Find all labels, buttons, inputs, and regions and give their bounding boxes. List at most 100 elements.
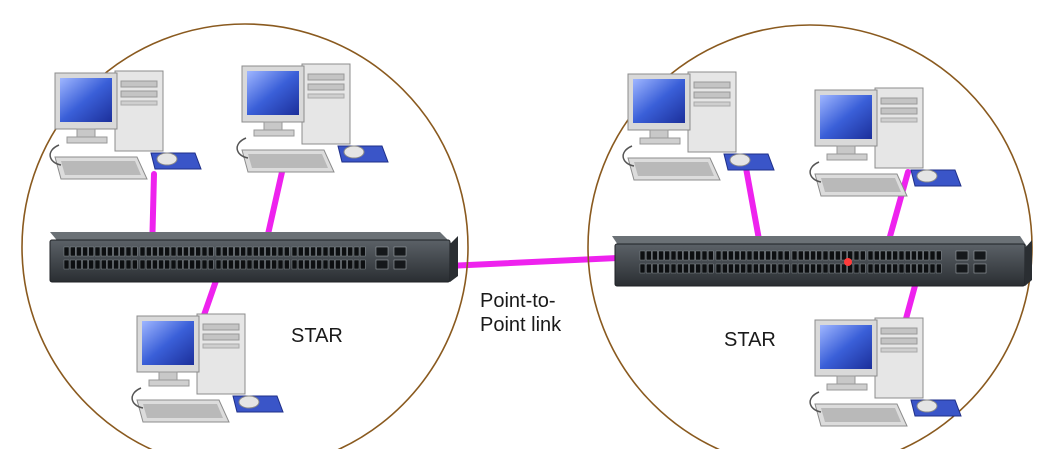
switch-port <box>892 263 898 274</box>
switch-port <box>284 259 290 270</box>
switch-port <box>835 250 841 261</box>
switch-port <box>291 259 298 270</box>
switch-port <box>646 250 652 261</box>
switch-port <box>228 259 234 270</box>
switch-port <box>759 250 765 261</box>
switch-port <box>701 263 708 274</box>
switch-port <box>298 246 304 257</box>
switch-port <box>100 246 107 257</box>
point-to-point-label-line2: Point link <box>480 314 562 336</box>
switch-port <box>246 246 253 257</box>
star-label-left: STAR <box>291 325 343 347</box>
switch-port <box>936 263 942 274</box>
switch-port <box>664 263 670 274</box>
computer-icon <box>809 87 962 197</box>
switch-port <box>695 250 701 261</box>
switch-port <box>753 263 759 274</box>
switch-port <box>853 263 860 274</box>
switch-port <box>240 246 247 257</box>
switch-port <box>658 250 664 261</box>
switch-port <box>152 259 158 270</box>
switch-port <box>322 246 329 257</box>
switch-port <box>898 263 905 274</box>
switch-port <box>353 259 360 270</box>
switch-port <box>113 259 119 270</box>
uplink-port <box>955 250 969 261</box>
switch-port <box>898 250 905 261</box>
switch-port <box>777 263 784 274</box>
switch-port <box>176 246 183 257</box>
switch-port <box>76 259 82 270</box>
switch-port <box>822 263 829 274</box>
switch-port <box>689 263 695 274</box>
switch-port <box>829 250 835 261</box>
switch-port <box>329 246 335 257</box>
switch-port <box>708 250 714 261</box>
switch-port <box>886 263 892 274</box>
computer-icon <box>809 317 962 427</box>
switch-port <box>771 263 777 274</box>
switch-port <box>125 246 132 257</box>
switch-port <box>316 259 322 270</box>
switch-port <box>740 250 746 261</box>
switch-port <box>728 250 734 261</box>
uplink-port <box>375 259 389 270</box>
switch-port <box>734 250 740 261</box>
switch-port <box>923 250 929 261</box>
switch-port <box>664 250 670 261</box>
switch-port <box>69 246 76 257</box>
switch-port <box>804 250 810 261</box>
switch-port <box>234 259 240 270</box>
switch-port <box>841 250 847 261</box>
switch-port <box>715 250 722 261</box>
point-to-point-label-line1: Point-to- <box>480 290 556 312</box>
switch-port <box>360 259 366 270</box>
switch-port <box>670 250 677 261</box>
switch-right <box>612 236 1032 287</box>
switch-port <box>360 246 366 257</box>
switch-port <box>816 250 822 261</box>
switch-port <box>810 263 816 274</box>
switch-port <box>100 259 107 270</box>
switch-port <box>652 263 658 274</box>
switch-port <box>69 259 76 270</box>
switch-port <box>131 259 138 270</box>
switch-port <box>677 250 683 261</box>
switch-port <box>176 259 183 270</box>
switch-port <box>145 259 152 270</box>
switch-port <box>164 246 171 257</box>
switch-port <box>804 263 810 274</box>
switch-port <box>304 246 310 257</box>
switch-port <box>639 263 646 274</box>
switch-port <box>886 250 892 261</box>
switch-port <box>874 263 880 274</box>
switch-port <box>701 250 708 261</box>
switch-port <box>765 250 771 261</box>
switch-port <box>201 259 208 270</box>
switch-port <box>746 263 753 274</box>
switch-port <box>341 259 347 270</box>
status-led-icon <box>844 258 852 266</box>
switch-port <box>228 246 234 257</box>
switch-port <box>771 250 777 261</box>
switch-port <box>708 263 714 274</box>
switch-port <box>929 250 936 261</box>
switch-port <box>791 250 798 261</box>
switch-port <box>277 259 284 270</box>
switch-port <box>152 246 158 257</box>
switch-port <box>63 246 70 257</box>
switch-port <box>798 250 804 261</box>
switch-port <box>252 259 259 270</box>
switch-port <box>234 246 240 257</box>
switch-port <box>715 263 722 274</box>
switch-port <box>335 259 341 270</box>
switch-port <box>215 259 222 270</box>
uplink-port <box>375 246 389 257</box>
point-to-point-label: Point-to- Point link <box>480 289 590 337</box>
uplink-port <box>973 250 987 261</box>
switch-port <box>841 263 847 274</box>
switch-port <box>221 259 228 270</box>
switch-port <box>195 259 202 270</box>
switch-port <box>322 259 329 270</box>
